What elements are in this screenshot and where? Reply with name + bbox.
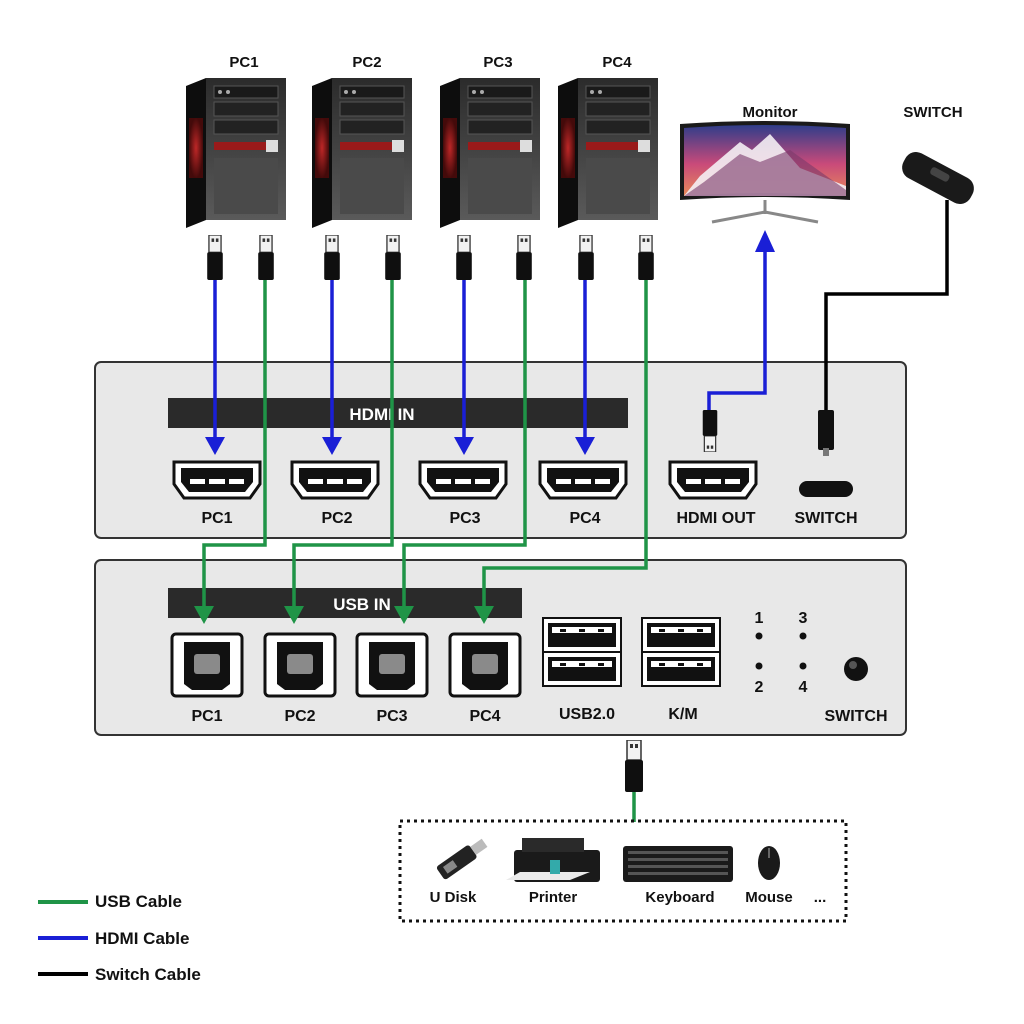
indicator-led-icon xyxy=(755,662,763,670)
pc-group: PC1 PC2 PC3 PC4 xyxy=(186,54,658,228)
monitor-label: Monitor xyxy=(743,104,798,121)
switch-port-icon[interactable] xyxy=(799,481,853,497)
usb-plug-icon xyxy=(257,235,275,280)
usb-b-port-icon[interactable] xyxy=(170,632,244,698)
hdmi-out-port-icon[interactable] xyxy=(668,460,758,500)
usb2-label: USB2.0 xyxy=(559,706,615,723)
indicator-label: 4 xyxy=(799,679,808,696)
usb-in-bar xyxy=(168,588,522,618)
usb-plug-icon xyxy=(637,235,655,280)
switch-plug-icon xyxy=(818,410,834,450)
hdmi-port-label: PC4 xyxy=(569,510,600,527)
external-switch-label: SWITCH xyxy=(903,104,962,121)
printer-icon xyxy=(506,838,600,882)
hdmi-in-bar xyxy=(168,398,628,428)
pc-label: PC4 xyxy=(602,54,632,71)
pc-label: PC2 xyxy=(352,54,381,71)
usb-port-label: PC4 xyxy=(469,708,500,725)
peripheral-label: Printer xyxy=(529,889,578,906)
switch-button-label: SWITCH xyxy=(824,708,887,725)
hdmi-port-icon[interactable] xyxy=(290,460,380,500)
pc-label: PC3 xyxy=(483,54,512,71)
u-disk-icon xyxy=(436,838,488,880)
indicator-led-icon xyxy=(755,632,763,640)
usb-plug-icon xyxy=(577,235,595,280)
km-usb-plug-icon xyxy=(624,740,644,792)
peripheral-label: ... xyxy=(814,889,827,906)
usb-plug-icon xyxy=(515,235,533,280)
km-label: K/M xyxy=(668,706,697,723)
indicator-label: 1 xyxy=(755,610,764,627)
usb-panel: USB IN 1 2 3 4 PC1 PC2 PC3 PC4 USB2.0 K/… xyxy=(94,559,907,736)
indicator-label: 2 xyxy=(755,679,764,696)
switch-port-label: SWITCH xyxy=(794,510,857,527)
usb-b-port-icon[interactable] xyxy=(263,632,337,698)
usb2-port-icon[interactable] xyxy=(541,617,623,653)
usb-port-label: PC2 xyxy=(284,708,315,725)
legend: USB Cable HDMI Cable Switch Cable xyxy=(38,892,201,984)
pc-tower-icon xyxy=(440,78,540,228)
indicator-led-icon xyxy=(799,662,807,670)
switch-cable xyxy=(824,200,949,412)
hdmi-port-label: PC1 xyxy=(201,510,232,527)
hdmi-port-label: PC2 xyxy=(321,510,352,527)
usb-plug-icon xyxy=(206,235,224,280)
usb-b-port-icon[interactable] xyxy=(448,632,522,698)
indicator-label: 3 xyxy=(799,610,808,627)
indicator-led-icon xyxy=(799,632,807,640)
usb-cables xyxy=(202,280,648,822)
hdmi-port-icon[interactable] xyxy=(418,460,508,500)
legend-switch-label: Switch Cable xyxy=(95,965,201,984)
hdmi-port-icon[interactable] xyxy=(538,460,628,500)
legend-hdmi-label: HDMI Cable xyxy=(95,929,189,948)
peripherals-box: U Disk Printer Keyboard Mouse ... xyxy=(398,819,848,923)
usb-in-bar-label: USB IN xyxy=(333,595,391,614)
hdmi-in-bar-label: HDMI IN xyxy=(349,405,414,424)
usb-plug-icon xyxy=(384,235,402,280)
hdmi-out-plug-icon xyxy=(702,410,718,452)
hdmi-cables xyxy=(213,248,767,440)
hdmi-port-icon[interactable] xyxy=(172,460,262,500)
pc-cable-plugs xyxy=(206,235,655,280)
pc-tower-icon xyxy=(312,78,412,228)
peripheral-label: U Disk xyxy=(430,889,477,906)
pc-tower-icon xyxy=(186,78,286,228)
peripheral-label: Keyboard xyxy=(645,889,714,906)
usb2-port-icon[interactable] xyxy=(541,651,623,687)
pc-label: PC1 xyxy=(229,54,258,71)
usb-port-label: PC3 xyxy=(376,708,407,725)
pc-tower-icon xyxy=(558,78,658,228)
hdmi-out-label: HDMI OUT xyxy=(676,510,755,527)
external-switch[interactable]: SWITCH xyxy=(898,104,978,208)
keyboard-icon xyxy=(623,846,733,882)
monitor: Monitor xyxy=(680,104,850,224)
km-port-icon[interactable] xyxy=(640,617,722,653)
hdmi-arrows xyxy=(205,230,775,455)
usb-plug-icon xyxy=(323,235,341,280)
peripheral-label: Mouse xyxy=(745,889,793,906)
km-port-icon[interactable] xyxy=(640,651,722,687)
hdmi-port-label: PC3 xyxy=(449,510,480,527)
legend-usb-label: USB Cable xyxy=(95,892,182,911)
mouse-icon xyxy=(758,846,780,880)
switch-button-icon[interactable] xyxy=(844,657,868,681)
usb-b-port-icon[interactable] xyxy=(355,632,429,698)
hdmi-panel: HDMI IN PC1 PC2 PC3 PC4 HDMI OUT SWITCH xyxy=(94,361,907,539)
usb-arrows xyxy=(194,606,494,624)
usb-plug-icon xyxy=(455,235,473,280)
usb-port-label: PC1 xyxy=(191,708,222,725)
